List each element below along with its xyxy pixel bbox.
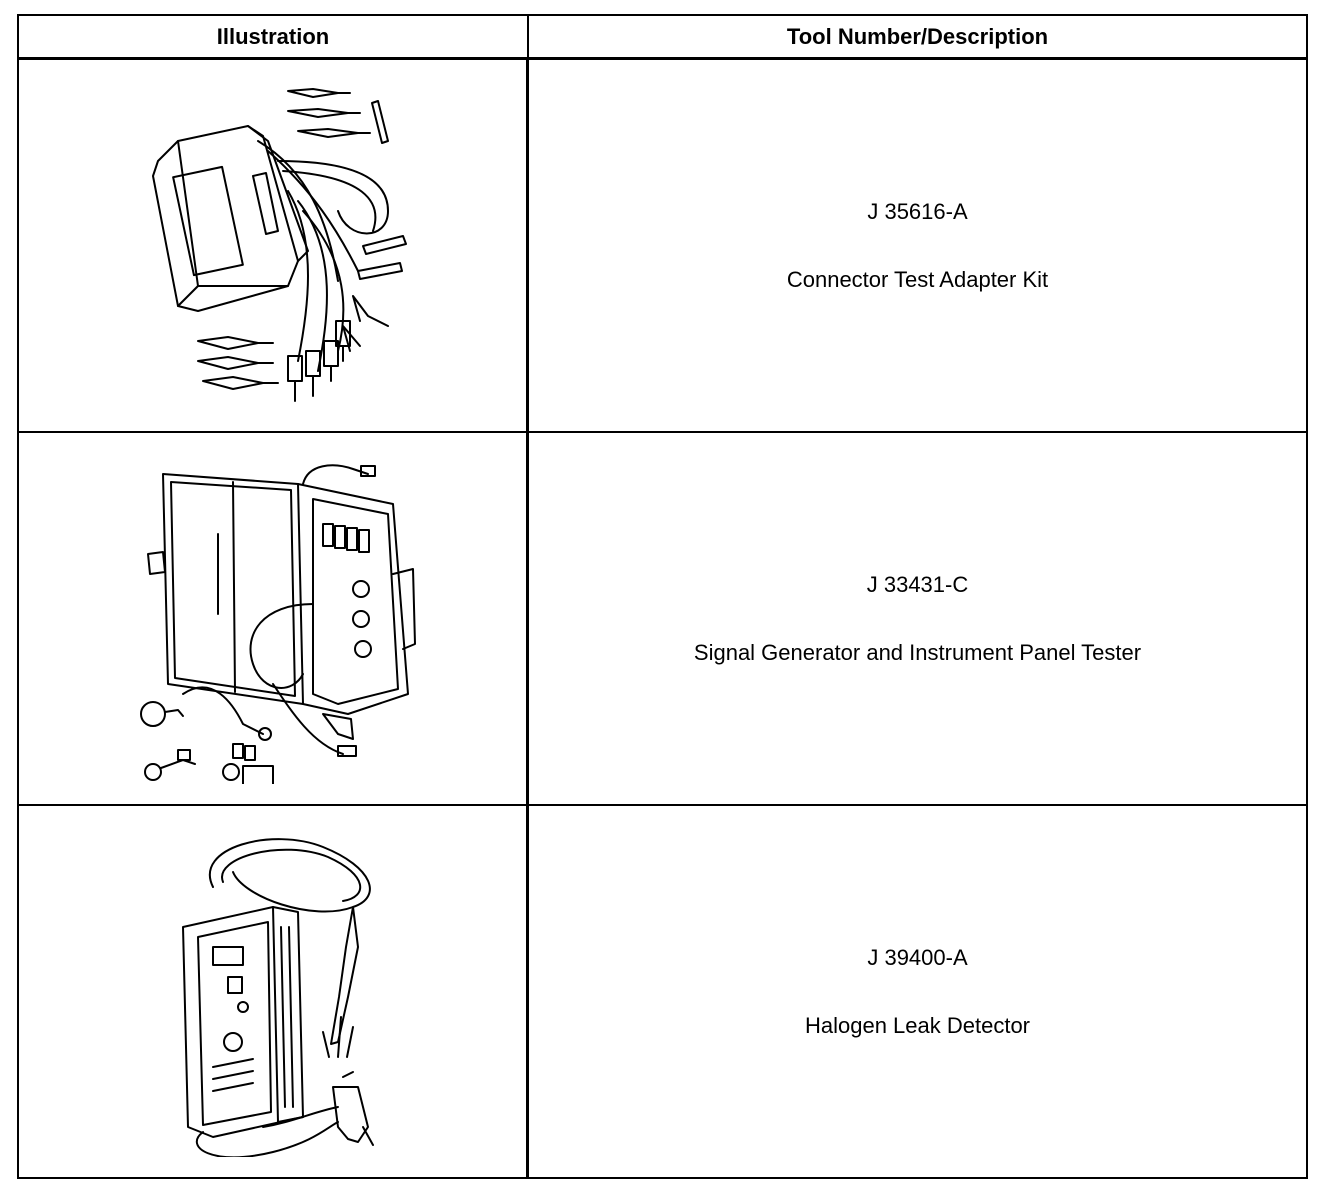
tool-number: J 39400-A	[867, 944, 968, 970]
illustration-cell	[19, 60, 529, 431]
tool-number: J 33431-C	[866, 571, 969, 597]
illustration-cell	[19, 431, 529, 804]
tool-description-cell: J 33431-C Signal Generator and Instrumen…	[529, 431, 1306, 804]
tool-description-cell: J 39400-A Halogen Leak Detector	[529, 804, 1306, 1177]
tool-description: Connector Test Adapter Kit	[786, 266, 1049, 292]
signal-generator-tester-icon	[140, 463, 416, 784]
table-row: J 35616-A Connector Test Adapter Kit	[19, 60, 1306, 431]
illustration-cell	[19, 804, 529, 1177]
tool-description: Signal Generator and Instrument Panel Te…	[693, 639, 1142, 665]
halogen-leak-detector-icon	[182, 837, 374, 1157]
table-header-row: Illustration Tool Number/Description	[19, 16, 1306, 60]
table-row: J 33431-C Signal Generator and Instrumen…	[19, 431, 1306, 804]
tool-description-cell: J 35616-A Connector Test Adapter Kit	[529, 60, 1306, 431]
table-row: J 39400-A Halogen Leak Detector	[19, 804, 1306, 1177]
connector-test-adapter-kit-icon	[152, 87, 407, 402]
tool-description: Halogen Leak Detector	[804, 1012, 1031, 1038]
tool-number: J 35616-A	[867, 198, 968, 224]
column-header-tool: Tool Number/Description	[529, 16, 1306, 60]
tool-table: Illustration Tool Number/Description	[17, 14, 1308, 1179]
column-header-illustration: Illustration	[19, 16, 529, 60]
